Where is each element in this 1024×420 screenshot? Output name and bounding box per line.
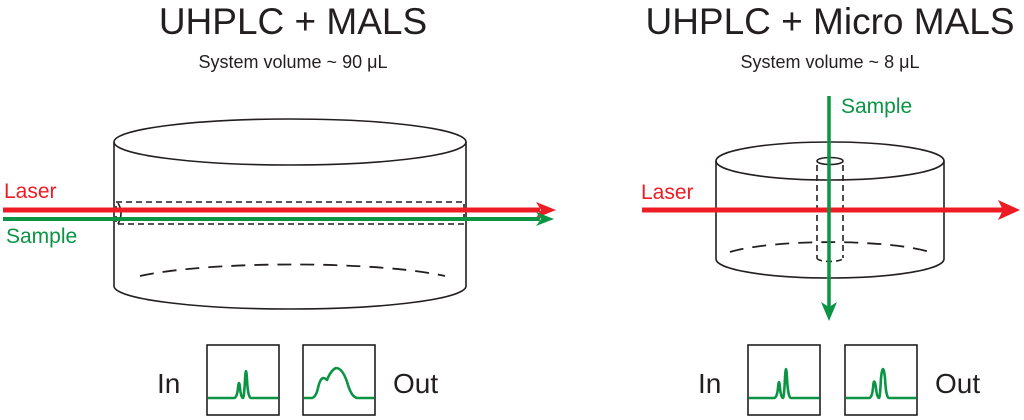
right-in-peaks bbox=[749, 367, 819, 400]
left-title: UHPLC + MALS bbox=[159, 1, 427, 42]
left-out-peaks bbox=[304, 366, 374, 400]
large-flow-cell-cylinder bbox=[113, 118, 467, 310]
left-laser-label: Laser bbox=[4, 180, 57, 203]
left-sample-label: Sample bbox=[6, 225, 77, 248]
sample-arrowhead-icon bbox=[536, 212, 554, 226]
left-in-label: In bbox=[157, 368, 180, 399]
right-sample-label: Sample bbox=[841, 95, 912, 118]
right-out-peaks bbox=[846, 367, 916, 400]
right-in-label: In bbox=[698, 368, 721, 399]
right-title: UHPLC + Micro MALS bbox=[645, 1, 1014, 42]
left-subtitle: System volume ~ 90 μL bbox=[199, 52, 388, 72]
right-laser-label: Laser bbox=[641, 181, 694, 204]
right-subtitle: System volume ~ 8 μL bbox=[741, 52, 920, 72]
sample-channel bbox=[115, 201, 465, 225]
left-out-chromatogram bbox=[302, 344, 376, 416]
sample-arrowhead-icon bbox=[821, 302, 837, 321]
left-in-peaks bbox=[208, 369, 278, 400]
right-panel: UHPLC + Micro MALS System volume ~ 8 μL … bbox=[641, 1, 1020, 416]
left-panel: UHPLC + MALS System volume ~ 90 μL Laser… bbox=[3, 1, 556, 416]
left-in-chromatogram bbox=[206, 344, 280, 416]
laser-arrowhead-icon bbox=[998, 200, 1020, 220]
left-out-label: Out bbox=[393, 368, 438, 399]
right-out-label: Out bbox=[935, 368, 980, 399]
